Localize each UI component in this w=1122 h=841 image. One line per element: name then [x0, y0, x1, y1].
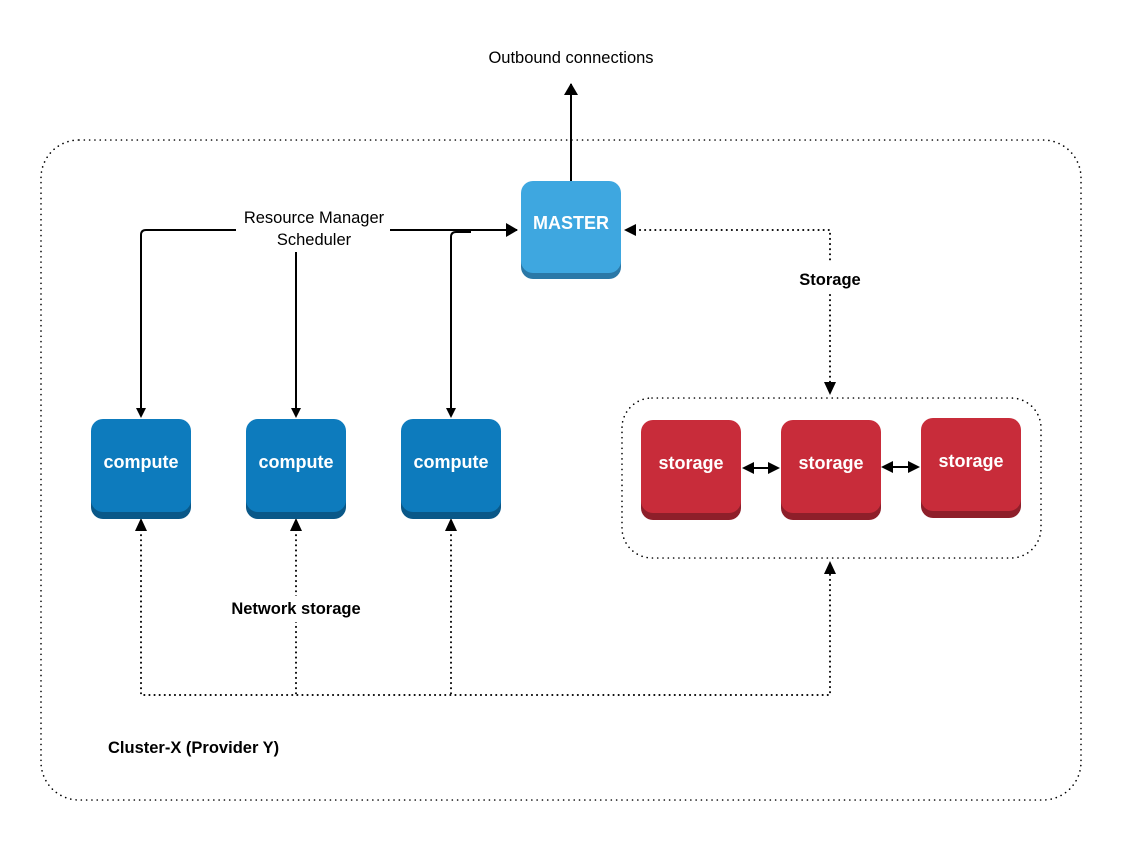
- master-storage-arrowhead-left: [624, 224, 636, 236]
- compute-node-1[interactable]: compute: [91, 419, 191, 519]
- net-arrowhead-2: [290, 518, 302, 531]
- storage-label-1: storage: [658, 453, 723, 473]
- storage-group-boundary: [621, 397, 1042, 559]
- storage-label-2: storage: [798, 453, 863, 473]
- resource-manager-label-line1: Resource Manager: [244, 209, 385, 227]
- compute-label-1: compute: [103, 452, 178, 472]
- master-storage-link: [639, 229, 831, 391]
- storage-link-2-3-head-right: [908, 461, 920, 473]
- network-storage-label-bg: [222, 596, 370, 622]
- net-arrowhead-1: [135, 518, 147, 531]
- network-storage-bus: [140, 529, 831, 696]
- storage-link-1-2-head-right: [768, 462, 780, 474]
- storage-link-label: Storage: [799, 271, 860, 289]
- storage-node-3[interactable]: storage: [921, 418, 1021, 518]
- network-storage-label: Network storage: [231, 600, 360, 618]
- storage-node-1[interactable]: storage: [641, 420, 741, 520]
- storage-label-bg: [790, 262, 870, 292]
- outbound-label: Outbound connections: [488, 49, 653, 67]
- compute-label-2: compute: [258, 452, 333, 472]
- compute-node-2[interactable]: compute: [246, 419, 346, 519]
- compute-label-3: compute: [413, 452, 488, 472]
- storage-node-2[interactable]: storage: [781, 420, 881, 520]
- rm-line-left: [136, 229, 236, 418]
- compute-node-3[interactable]: compute: [401, 419, 501, 519]
- cluster-boundary: [40, 139, 1082, 801]
- master-label: MASTER: [533, 213, 609, 233]
- resource-manager-label-line2: Scheduler: [277, 231, 352, 249]
- master-node[interactable]: MASTER: [521, 181, 621, 279]
- storage-link-2-3-head-left: [881, 461, 893, 473]
- master-storage-arrowhead-down: [824, 382, 836, 395]
- rm-line-third: [446, 231, 471, 418]
- net-arrowhead-storage: [824, 561, 836, 574]
- storage-link-1-2-head-left: [742, 462, 754, 474]
- net-arrowhead-3: [445, 518, 457, 531]
- cluster-label: Cluster-X (Provider Y): [108, 739, 279, 757]
- storage-label-3: storage: [938, 451, 1003, 471]
